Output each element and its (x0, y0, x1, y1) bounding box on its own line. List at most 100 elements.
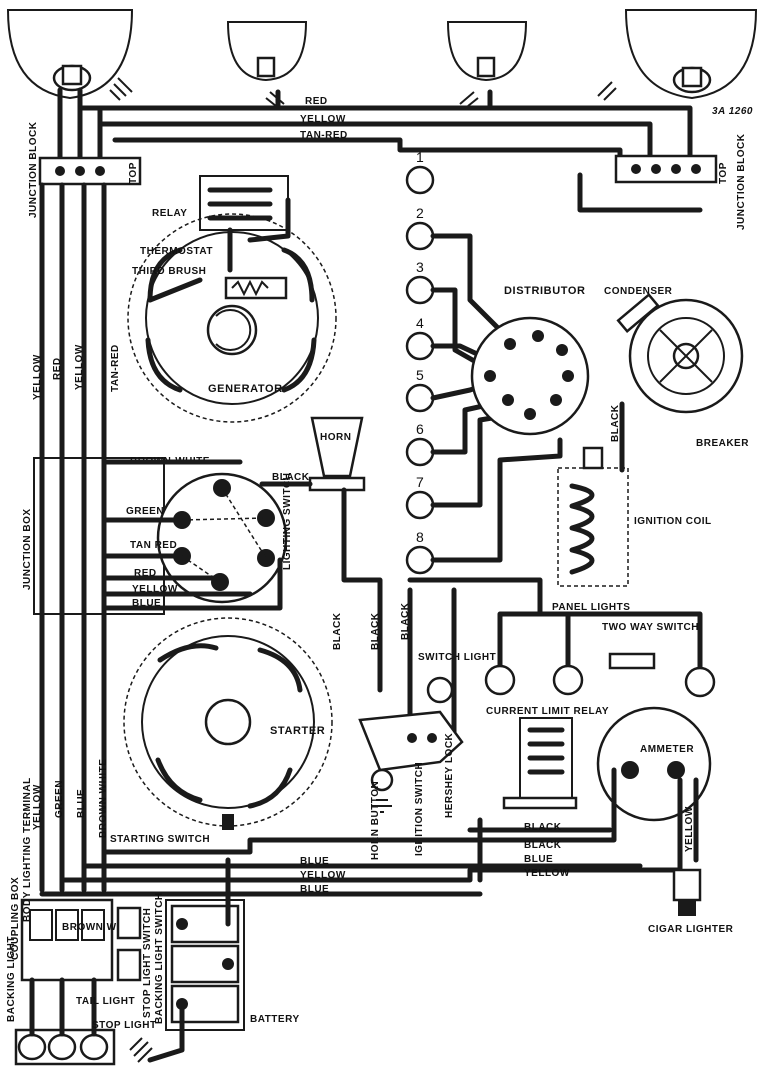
stop-light-switch-label: STOP LIGHT SWITCH (142, 908, 153, 1018)
ignition-coil (557, 446, 629, 587)
cigar-lighter-label: CIGAR LIGHTER (648, 924, 734, 935)
wire-label-yellow-left-2: YELLOW (74, 344, 85, 390)
wire-label-tan-red-short: TAN RED (130, 540, 177, 551)
ignition-coil-label: IGNITION COIL (634, 516, 712, 527)
junction-block-right (614, 154, 718, 184)
plug-1: 1 (416, 149, 424, 165)
wire-label-brown-white-coupling: BROWN WHITE (62, 922, 141, 933)
wire-label-blue-low-1: BLUE (524, 854, 553, 865)
condenser (616, 293, 660, 333)
starter-label: STARTER (270, 725, 325, 737)
starter (123, 617, 333, 827)
wire-label-blue-low-2: BLUE (300, 856, 329, 867)
generator-label: GENERATOR (208, 383, 283, 395)
tail-light-label: TAIL LIGHT (76, 996, 135, 1007)
starting-switch (222, 814, 234, 830)
plug-wires (430, 233, 563, 563)
backing-light-switch-label: BACKING LIGHT SWITCH (154, 892, 165, 1024)
starting-switch-label: STARTING SWITCH (110, 834, 210, 845)
switch-light-label: SWITCH LIGHT (418, 652, 496, 663)
wire-label-red-switch: RED (134, 568, 157, 579)
panel-lights (484, 664, 716, 698)
bottom-harness (39, 767, 699, 897)
plug-5: 5 (416, 367, 424, 383)
ignition-switch (358, 710, 464, 772)
stop-light-label: STOP LIGHT (92, 1020, 157, 1031)
horn (308, 416, 366, 492)
plug-2: 2 (416, 205, 424, 221)
panel-lights-label: PANEL LIGHTS (552, 602, 630, 613)
wire-label-yellow-left: YELLOW (32, 354, 43, 400)
junction-box-label: JUNCTION BOX (22, 508, 33, 590)
current-limit-relay (502, 717, 578, 810)
wire-label-tan-red-top: TAN-RED (300, 130, 348, 141)
plug-6: 6 (416, 421, 424, 437)
plug-8: 8 (416, 529, 424, 545)
lighting-switch-label: LIGHTING SWITCH (282, 473, 293, 571)
current-limit-relay-label: CURRENT LIMIT RELAY (486, 706, 609, 717)
left-harness (39, 182, 107, 893)
wire-label-black-low-2: BLACK (524, 840, 562, 851)
distributor-plug-numbers: 1 2 3 4 5 6 7 8 (416, 149, 424, 545)
top-harness (57, 87, 703, 213)
wire-label-green-lower: GREEN (54, 780, 65, 818)
wire-label-blue-lower: BLUE (76, 789, 87, 818)
headlamp-right-center (446, 21, 528, 82)
coupling-box (20, 898, 114, 982)
cigar-lighter (672, 868, 702, 916)
condenser-label: CONDENSER (604, 286, 673, 297)
junction-block-right-label: JUNCTION BLOCK (736, 133, 747, 230)
wire-label-yellow-lower: YELLOW (32, 784, 43, 830)
ignition-switch-label: IGNITION SWITCH (414, 762, 425, 856)
top-left-label: TOP (128, 162, 139, 184)
distributor-label: DISTRIBUTOR (504, 285, 586, 297)
ground-symbols-bottom (129, 799, 392, 1063)
wire-label-red-left: RED (52, 357, 63, 380)
horn-label: HORN (320, 432, 351, 443)
wire-label-blue-switch: BLUE (132, 598, 161, 609)
plug-7: 7 (416, 474, 424, 490)
wire-label-green: GREEN (126, 506, 164, 517)
top-right-label: TOP (718, 162, 729, 184)
horn-wires (259, 481, 383, 693)
breaker-label: BREAKER (696, 438, 749, 449)
wire-label-red-top: RED (305, 96, 328, 107)
headlamp-left (6, 9, 134, 100)
switch-light (426, 676, 454, 704)
coupling-box-label: COUPLING BOX (10, 877, 21, 960)
wire-label-yellow-switch: YELLOW (132, 584, 178, 595)
switch-feed-wires (101, 459, 283, 611)
headlamp-left-center (226, 21, 308, 82)
wire-label-brown-white-lower: BROWN WHITE (98, 759, 109, 838)
spark-plugs (405, 165, 435, 575)
plug-4: 4 (416, 315, 424, 331)
breaker (628, 298, 744, 414)
wire-label-yellow-ammeter: YELLOW (684, 806, 695, 852)
two-way-switch-label: TWO WAY SWITCH (602, 622, 699, 633)
third-brush-label: THIRD BRUSH (132, 266, 206, 277)
wire-label-yellow-low: YELLOW (524, 868, 570, 879)
junction-block-left (38, 156, 142, 186)
headlamp-right (624, 9, 758, 100)
relay-label: RELAY (152, 208, 187, 219)
wire-label-black-1: BLACK (400, 602, 411, 640)
panel-light-wires (407, 577, 703, 673)
wire-label-tan-red-left: TAN-RED (110, 344, 121, 392)
wire-label-black-horn: BLACK (272, 472, 310, 483)
wire-label-black-3: BLACK (332, 612, 343, 650)
battery-label: BATTERY (250, 1014, 300, 1025)
ground-symbols-top (109, 77, 617, 107)
wire-label-black-low-1: BLACK (524, 822, 562, 833)
distributor (470, 316, 590, 436)
wire-label-black-breaker: BLACK (610, 404, 621, 442)
corner-note: 3A 1260 (712, 106, 753, 117)
wire-label-yellow-top: YELLOW (300, 114, 346, 125)
body-lighting-terminal-label: BODY LIGHTING TERMINAL (22, 777, 33, 922)
plug-3: 3 (416, 259, 424, 275)
ammeter-label: AMMETER (640, 744, 694, 755)
hershey-lock-label: HERSHEY LOCK (444, 732, 455, 818)
wire-label-black-2: BLACK (370, 612, 381, 650)
thermostat-label: THERMOSTAT (140, 246, 213, 257)
two-way-switch (608, 652, 656, 670)
